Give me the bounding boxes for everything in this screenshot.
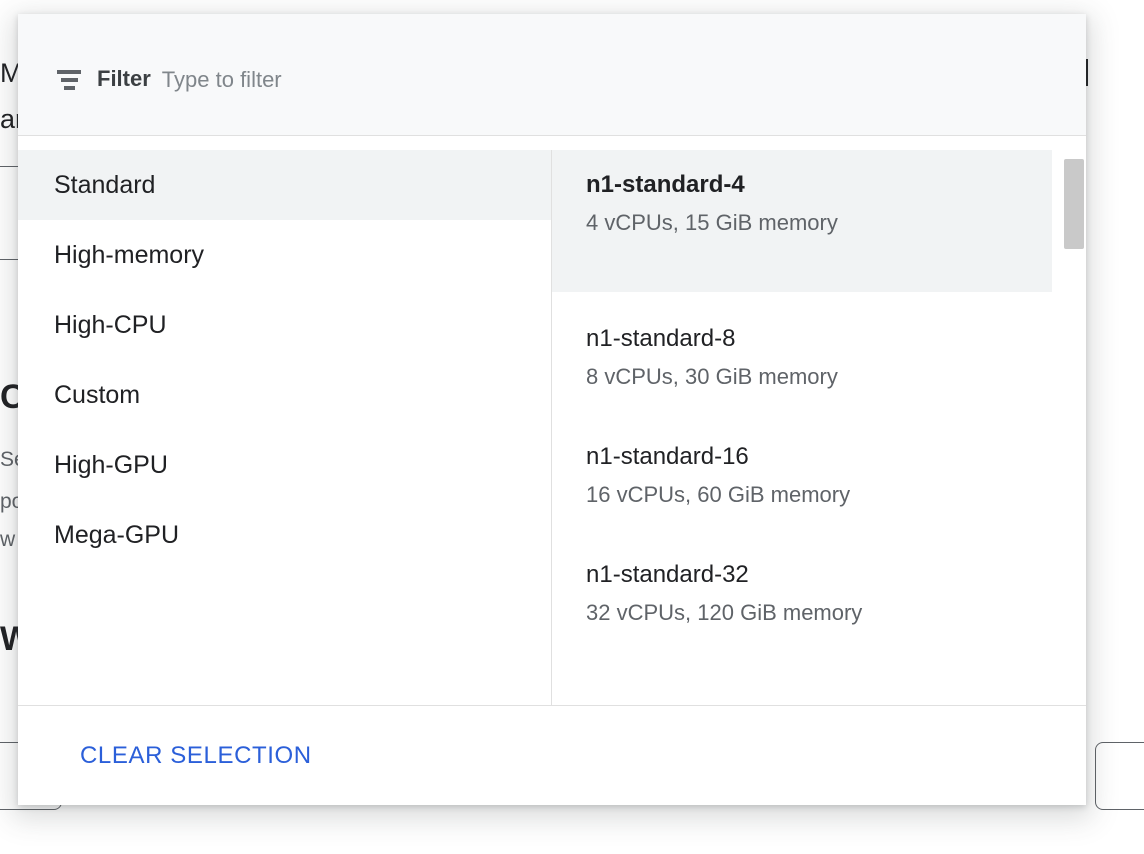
category-item-label: High-CPU — [54, 310, 167, 339]
machine-type-picker-overlay: Filter Standard High-memory High-CPU Cus… — [18, 14, 1086, 805]
machine-type-list: n1-standard-4 4 vCPUs, 15 GiB memory n1-… — [552, 150, 1086, 705]
background-text-fragment-m: M — [0, 58, 23, 88]
machine-type-specs: 32 vCPUs, 120 GiB memory — [586, 600, 863, 625]
category-item-high-memory[interactable]: High-memory — [18, 220, 551, 290]
machine-type-list-scrollbar[interactable] — [1062, 150, 1086, 705]
machine-type-name: n1-standard-32 — [586, 561, 749, 588]
filter-icon — [56, 67, 82, 93]
machine-type-name: n1-standard-8 — [586, 325, 736, 352]
machine-type-name: n1-standard-4 — [586, 171, 745, 198]
category-item-high-gpu[interactable]: High-GPU — [18, 430, 551, 500]
machine-type-item[interactable]: n1-standard-32 32 vCPUs, 120 GiB memory — [552, 542, 1052, 646]
background-input-field-bottom-right — [1095, 742, 1144, 810]
filter-input[interactable] — [161, 66, 922, 93]
background-caret-mark — [1085, 59, 1088, 86]
category-item-label: Standard — [54, 170, 156, 199]
machine-type-item[interactable]: n1-standard-4 4 vCPUs, 15 GiB memory — [552, 150, 1052, 292]
overlay-body: Standard High-memory High-CPU Custom Hig… — [18, 136, 1086, 705]
category-item-high-cpu[interactable]: High-CPU — [18, 290, 551, 360]
background-text-fragment-w: w — [0, 528, 16, 551]
category-item-label: Mega-GPU — [54, 520, 180, 549]
machine-type-specs: 4 vCPUs, 15 GiB memory — [586, 210, 838, 235]
category-item-label: High-memory — [54, 240, 205, 269]
machine-type-specs: 8 vCPUs, 30 GiB memory — [586, 364, 838, 389]
category-item-standard[interactable]: Standard — [18, 150, 551, 220]
machine-type-item[interactable]: n1-standard-8 8 vCPUs, 30 GiB memory — [552, 306, 1052, 410]
category-item-mega-gpu[interactable]: Mega-GPU — [18, 500, 551, 570]
scrollbar-thumb[interactable] — [1064, 159, 1084, 249]
category-item-custom[interactable]: Custom — [18, 360, 551, 430]
category-list: Standard High-memory High-CPU Custom Hig… — [18, 150, 552, 705]
machine-type-specs: 16 vCPUs, 60 GiB memory — [586, 482, 851, 507]
clear-selection-button[interactable]: CLEAR SELECTION — [80, 741, 312, 769]
filter-bar: Filter — [18, 14, 1086, 136]
machine-type-item[interactable]: n1-standard-16 16 vCPUs, 60 GiB memory — [552, 424, 1052, 528]
filter-label: Filter — [97, 66, 151, 91]
background-text-fragment-po: po — [0, 490, 24, 513]
machine-type-name: n1-standard-16 — [586, 443, 749, 470]
category-item-label: Custom — [54, 380, 141, 409]
category-item-label: High-GPU — [54, 450, 168, 479]
overlay-footer: CLEAR SELECTION — [18, 705, 1086, 805]
